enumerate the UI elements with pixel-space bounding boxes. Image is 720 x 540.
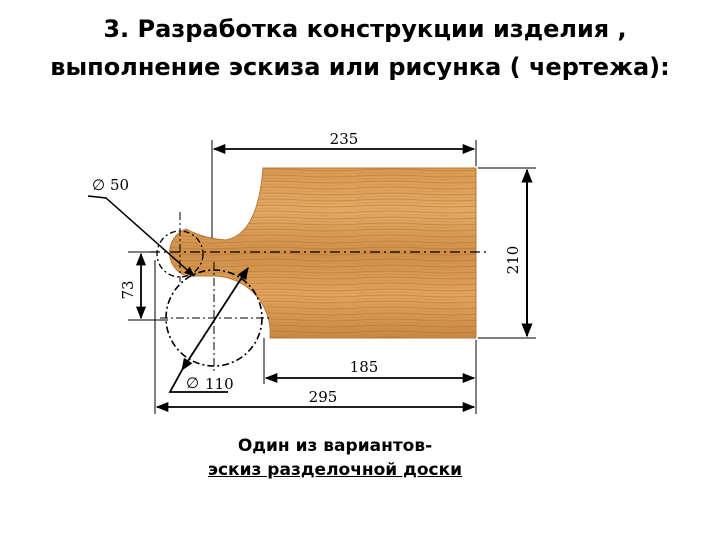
dim-right-210 xyxy=(478,167,536,339)
title-line-1: 3. Разработка конструкции изделия , xyxy=(103,15,627,43)
dim-top-235-label: 235 xyxy=(330,130,359,148)
title-line-2: выполнение эскиза или рисунка ( чертежа)… xyxy=(50,53,670,81)
dim-right-210-label: 210 xyxy=(504,246,522,275)
board-shape xyxy=(169,167,477,339)
dim-bottom-295 xyxy=(154,260,476,414)
dim-bottom-295-label: 295 xyxy=(309,388,338,406)
dim-left-73 xyxy=(128,251,168,321)
diameter-110-symbol: ∅ xyxy=(186,374,199,392)
diameter-110-label: 110 xyxy=(205,375,234,393)
diameter-110-leader xyxy=(168,266,249,393)
diameter-50-label: 50 xyxy=(110,176,129,194)
dim-bottom-185-label: 185 xyxy=(350,358,379,376)
dim-bottom-185 xyxy=(263,338,477,414)
dim-top-235 xyxy=(211,140,477,238)
diameter-50-leader xyxy=(87,195,195,277)
dim-left-73-label: 73 xyxy=(119,280,137,299)
diameter-50-symbol: ∅ xyxy=(92,176,105,194)
caption-line-2: эскиз разделочной доски xyxy=(207,460,463,480)
caption: Один из вариантов- эскиз разделочной дос… xyxy=(160,434,510,482)
caption-line-1: Один из вариантов- xyxy=(237,436,433,456)
slide-title: 3. Разработка конструкции изделия , выпо… xyxy=(0,10,720,86)
